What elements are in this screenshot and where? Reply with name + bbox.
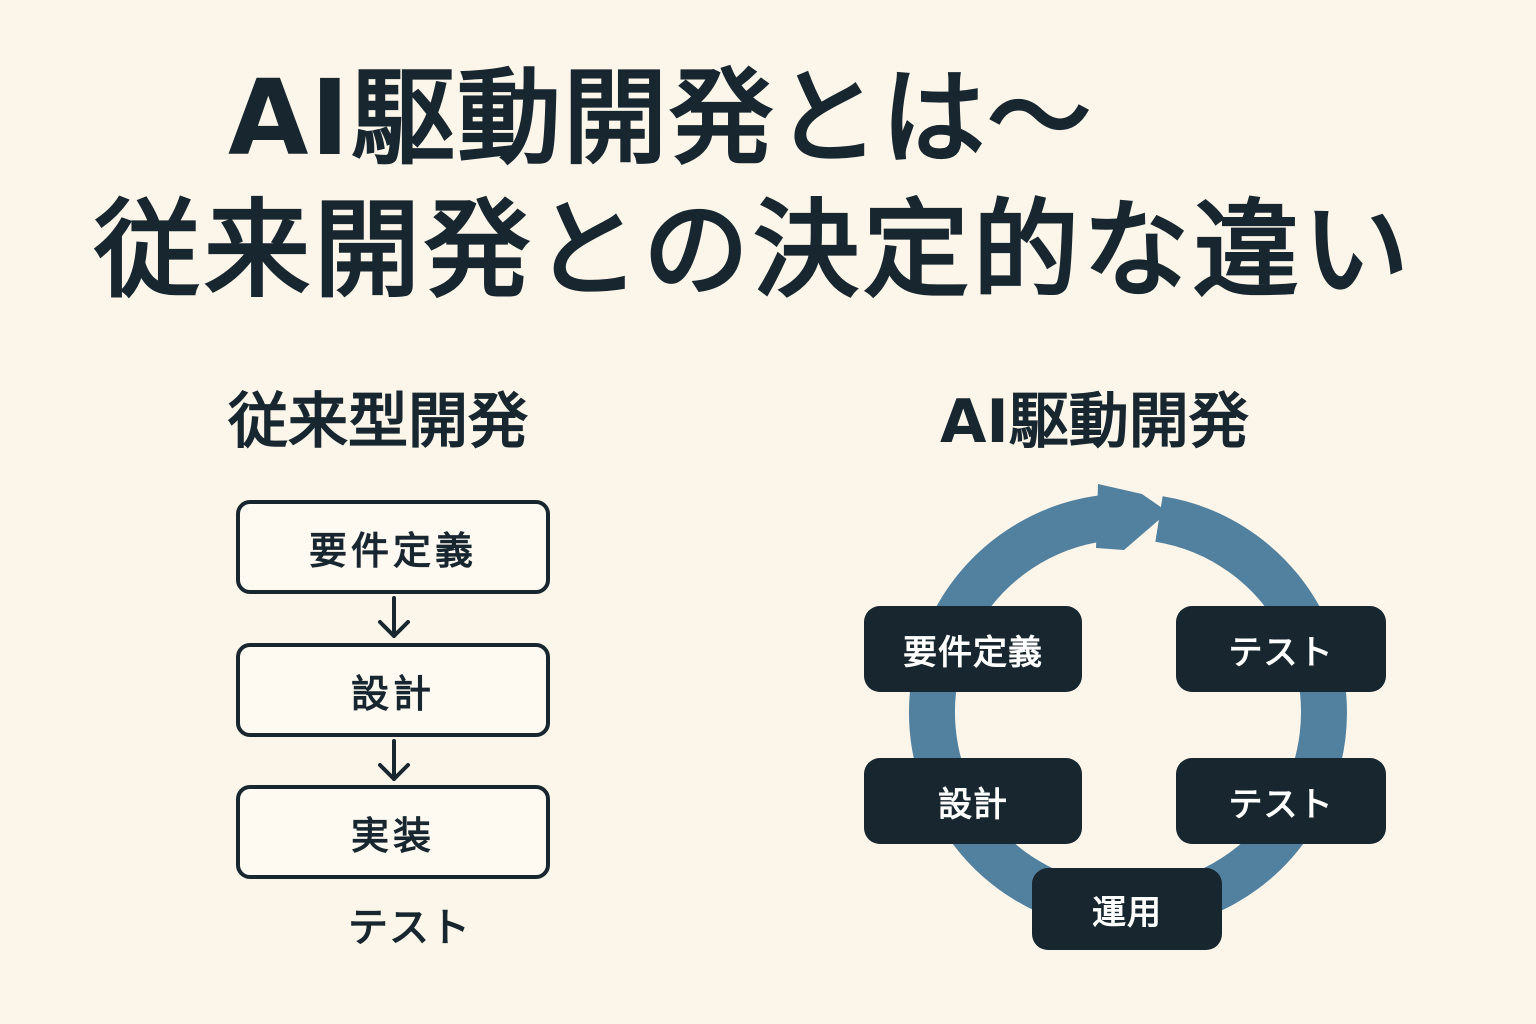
- cycle-node-test-bottom: テスト: [1176, 758, 1386, 844]
- cycle-ring: [909, 495, 1347, 932]
- cycle-node-design: 設計: [864, 758, 1082, 844]
- cycle-node-operation: 運用: [1032, 868, 1222, 950]
- ai-driven-heading: AI駆動開発: [940, 387, 1249, 457]
- down-arrow-icon: [378, 739, 410, 781]
- traditional-heading: 従来型開発: [228, 387, 528, 457]
- flow-step-design: 設計: [236, 643, 550, 737]
- flow-step-implementation: 実装: [236, 785, 550, 879]
- cycle-arrow-head-icon: [1096, 484, 1168, 550]
- cycle-node-test-top: テスト: [1176, 606, 1386, 692]
- page-title-line-2: 従来開発との決定的な違い: [94, 189, 1413, 312]
- flow-step-test-label: テスト: [348, 905, 471, 951]
- flow-step-requirements: 要件定義: [236, 500, 550, 594]
- cycle-node-requirements: 要件定義: [864, 606, 1082, 692]
- page-title-line-1: AI駆動開発とは〜: [228, 57, 1094, 179]
- down-arrow-icon: [378, 596, 410, 638]
